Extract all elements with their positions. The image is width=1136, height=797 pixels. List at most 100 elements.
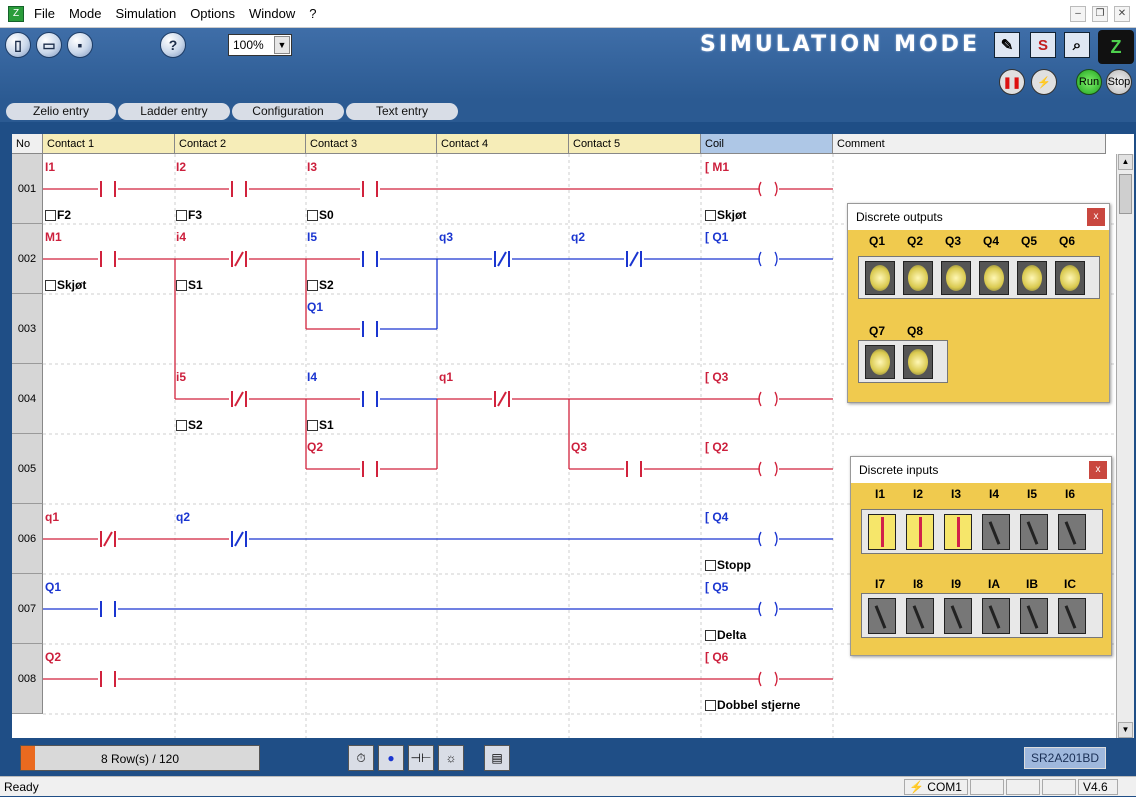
menu-options[interactable]: Options <box>190 6 235 21</box>
contact-label[interactable]: q3 <box>439 230 454 244</box>
lamp-toggle-icon[interactable]: ☼ <box>438 745 464 771</box>
coil-label[interactable]: [ Q4 <box>705 510 729 524</box>
display-icon[interactable]: ▤ <box>484 745 510 771</box>
switch-on-icon[interactable] <box>944 514 972 550</box>
contact-label[interactable]: i4 <box>176 230 187 244</box>
menu-mode[interactable]: Mode <box>68 6 102 21</box>
scroll-up-icon[interactable]: ▲ <box>1118 154 1133 170</box>
save-icon[interactable]: ▪ <box>67 32 93 58</box>
help-icon[interactable]: ? <box>160 32 186 58</box>
contact-label[interactable]: q1 <box>45 510 60 524</box>
discrete-outputs-panel: Discrete outputs x Q1 Q2 Q3 Q4 Q5 Q6 Q7 … <box>847 203 1110 403</box>
contact-label[interactable]: Q2 <box>307 440 324 454</box>
stop-button[interactable]: Stop <box>1106 69 1132 95</box>
contact-label[interactable]: Q1 <box>45 580 62 594</box>
switch-off-icon[interactable] <box>982 598 1010 634</box>
switch-on-icon[interactable] <box>906 514 934 550</box>
contact-label[interactable]: I3 <box>307 160 318 174</box>
switch-off-icon[interactable] <box>982 514 1010 550</box>
tab-ladder-entry[interactable]: Ladder entry <box>118 103 230 120</box>
switch-off-icon[interactable] <box>1020 514 1048 550</box>
tab-configuration[interactable]: Configuration <box>232 103 344 120</box>
switch-off-icon[interactable] <box>1058 514 1086 550</box>
switch-off-icon[interactable] <box>868 598 896 634</box>
contact-label[interactable]: q2 <box>571 230 586 244</box>
coil-label[interactable]: [ Q2 <box>705 440 729 454</box>
menu-file[interactable]: File <box>34 6 55 21</box>
switch-off-icon[interactable] <box>944 598 972 634</box>
contact-label[interactable]: M1 <box>45 230 62 244</box>
coil-label[interactable]: [ Q5 <box>705 580 729 594</box>
switch-off-icon[interactable] <box>1020 598 1048 634</box>
close-icon[interactable]: x <box>1089 461 1107 479</box>
scroll-thumb[interactable] <box>1119 174 1132 214</box>
plug-icon: ⚡ <box>909 780 924 794</box>
menu-help[interactable]: ? <box>309 6 317 21</box>
input-label: IA <box>988 577 1000 591</box>
contact-comment: S2 <box>176 418 203 432</box>
timer-icon[interactable]: ⏱ <box>348 745 374 771</box>
coil-label[interactable]: [ Q1 <box>705 230 729 244</box>
contact-label[interactable]: Q3 <box>571 440 588 454</box>
switch-on-icon[interactable] <box>868 514 896 550</box>
row-number[interactable]: 005 <box>12 434 43 504</box>
contact-comment: F3 <box>176 208 202 222</box>
vertical-scrollbar[interactable]: ▲ ▼ <box>1116 154 1134 738</box>
contact-label[interactable]: Q2 <box>45 650 62 664</box>
lamp-icon <box>903 261 933 295</box>
output-label: Q2 <box>906 234 923 248</box>
row-number[interactable]: 001 <box>12 154 43 224</box>
zoom-select[interactable]: 100% ▼ <box>228 34 292 56</box>
row-number[interactable]: 008 <box>12 644 43 714</box>
col-header-coil: Coil <box>701 134 833 154</box>
contact-comment: S2 <box>307 278 334 292</box>
supervision-button[interactable]: S <box>1030 32 1056 58</box>
status-cell <box>970 779 1004 795</box>
contact-label[interactable]: q1 <box>439 370 454 384</box>
search-icon[interactable]: ⌕ <box>1064 32 1090 58</box>
tab-zelio-entry[interactable]: Zelio entry <box>6 103 116 120</box>
contact-label[interactable]: q2 <box>176 510 191 524</box>
monitor-icon[interactable]: ✎ <box>994 32 1020 58</box>
row-number[interactable]: 006 <box>12 504 43 574</box>
coil-label[interactable]: [ M1 <box>705 160 730 174</box>
tab-text-entry[interactable]: Text entry <box>346 103 458 120</box>
contact-label[interactable]: Q1 <box>307 300 324 314</box>
status-cell <box>1042 779 1076 795</box>
contact-label[interactable]: I1 <box>45 160 56 174</box>
relay-icon[interactable]: ⊣⊢ <box>408 745 434 771</box>
zoom-value: 100% <box>233 38 264 52</box>
chevron-down-icon[interactable]: ▼ <box>274 36 290 54</box>
coil-label[interactable]: [ Q6 <box>705 650 729 664</box>
close-icon[interactable]: x <box>1087 208 1105 226</box>
contact-label[interactable]: I4 <box>307 370 318 384</box>
lamp-icon <box>903 345 933 379</box>
contact-label[interactable]: I5 <box>307 230 318 244</box>
run-button[interactable]: Run <box>1076 69 1102 95</box>
open-folder-icon[interactable]: ▭ <box>36 32 62 58</box>
contact-label[interactable]: i5 <box>176 370 187 384</box>
close-icon[interactable]: ✕ <box>1114 6 1130 22</box>
new-file-icon[interactable]: ▯ <box>5 32 31 58</box>
restore-icon[interactable]: ❐ <box>1092 6 1108 22</box>
row-number[interactable]: 004 <box>12 364 43 434</box>
pause-icon[interactable]: ❚❚ <box>999 69 1025 95</box>
contact-comment: F2 <box>45 208 71 222</box>
contact-label[interactable]: I2 <box>176 160 187 174</box>
col-header-comment: Comment <box>833 134 1106 154</box>
record-icon[interactable]: ● <box>378 745 404 771</box>
row-number[interactable]: 003 <box>12 294 43 364</box>
coil-label[interactable]: [ Q3 <box>705 370 729 384</box>
lamp-icon <box>979 261 1009 295</box>
row-number[interactable]: 007 <box>12 574 43 644</box>
switch-off-icon[interactable] <box>1058 598 1086 634</box>
menu-window[interactable]: Window <box>249 6 296 21</box>
output-label: Q1 <box>868 234 885 248</box>
row-number[interactable]: 002 <box>12 224 43 294</box>
power-cut-icon[interactable]: ⚡ <box>1031 69 1057 95</box>
menu-simulation[interactable]: Simulation <box>115 6 177 21</box>
scroll-down-icon[interactable]: ▼ <box>1118 722 1133 738</box>
switch-off-icon[interactable] <box>906 598 934 634</box>
input-labels: I7 I8 I9 IA IB IC <box>851 577 1089 591</box>
minimize-icon[interactable]: – <box>1070 6 1086 22</box>
